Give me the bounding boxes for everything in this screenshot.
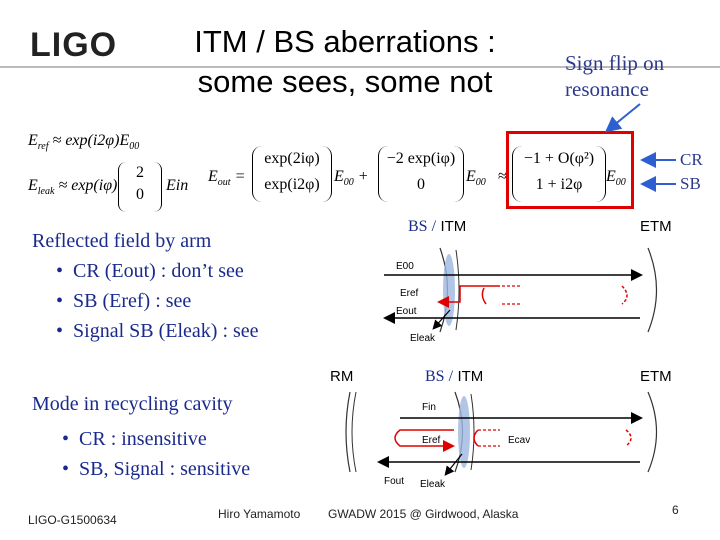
eref-sub: ref (37, 141, 49, 153)
diagram1-eout-label: Eout (396, 306, 417, 317)
diagram1-etm-label: ETM (640, 218, 672, 235)
e00-c: E00 (606, 168, 626, 188)
diagram2-fin-label: Fin (422, 402, 436, 413)
header-rule (0, 66, 720, 68)
diagram2-rm-edge (351, 391, 357, 473)
vector-c-bot: 0 (417, 176, 425, 193)
vector-a: 2 0 (118, 162, 162, 212)
eout-symbol: E (208, 168, 218, 185)
sign-flip-pointer (604, 103, 641, 133)
vector-d-top: −1 + O(φ²) (523, 150, 595, 167)
vector-d: −1 + O(φ²) 1 + i2φ (512, 146, 606, 202)
diagram2-eleak-arrow (444, 453, 463, 476)
eleak-equation: Eleak ≈ exp(iφ) (28, 177, 117, 197)
annotation-line-2: resonance (565, 77, 649, 101)
eref-equation: Eref ≈ exp(i2φ)E00 (28, 132, 139, 152)
diagram1-itm-label: ITM (440, 218, 467, 235)
diagram1-bs-itm-label: BS / ITM (408, 218, 466, 236)
eref-rhs: ≈ exp(i2φ)E (52, 132, 130, 149)
sign-flip-annotation: Sign flip on resonance (565, 50, 715, 102)
diagram2-itm-edge (470, 393, 475, 471)
diagram2-ecav-label: Ecav (508, 435, 531, 446)
e00-a-sub: 00 (343, 177, 354, 189)
vector-a-top: 2 (136, 164, 144, 181)
diagram2-ecav-curl (473, 429, 479, 447)
approx-sign: ≈ (498, 168, 507, 185)
sb-label: SB (680, 174, 701, 193)
ligo-logo: LIGO (30, 26, 118, 64)
footer-event: GWADW 2015 @ Girdwood, Alaska (328, 507, 519, 521)
bullet-signal-eleak: • Signal SB (Eleak) : see (56, 320, 259, 342)
diagram2-etm-label: ETM (640, 368, 672, 385)
vector-c: −2 exp(iφ) 0 (378, 146, 464, 202)
diagram1-etm-curl (621, 285, 628, 305)
bullet-cr-eout: • CR (Eout) : don’t see (56, 260, 244, 282)
e00-b-sub: 00 (475, 177, 486, 189)
sign-flip-box (506, 131, 634, 209)
eout-equals: = (234, 168, 246, 185)
cr-label: CR (680, 150, 703, 169)
ein-symbol: Ein (166, 177, 189, 194)
diagram2-itm-lens (458, 396, 470, 468)
title-line-2: some sees, some not (197, 64, 493, 99)
footer-author: Hiro Yamamoto (218, 507, 301, 521)
diagram1-etm-mirror (647, 247, 658, 333)
vector-a-bot: 0 (136, 186, 144, 203)
bullet-cr-insensitive: • CR : insensitive (62, 428, 207, 450)
diagram2-itm-label: ITM (457, 368, 484, 385)
vector-b-top: exp(2iφ) (264, 150, 320, 167)
section-reflected-heading: Reflected field by arm (32, 230, 212, 252)
vector-b: exp(2iφ) exp(i2φ) (252, 146, 332, 202)
diagram2-etm-mirror (647, 391, 658, 473)
diagram1-eref-label: Eref (400, 288, 419, 299)
eref-symbol: E (28, 132, 38, 149)
plus-sign: + (357, 168, 369, 185)
footer-doc-id: LIGO-G1500634 (28, 513, 117, 527)
diagram1-eref-curl (481, 287, 487, 305)
vector-b-bot: exp(i2φ) (264, 176, 320, 193)
diagram1-bs-prefix: BS / (408, 218, 437, 235)
diagram2-bs-itm-label: BS / ITM (425, 368, 483, 386)
diagram2-eref-loop (394, 429, 455, 452)
eleak-sub: leak (37, 186, 55, 198)
diagram1-eleak-arrow (432, 309, 451, 330)
bullet-sb-eref: • SB (Eref) : see (56, 290, 192, 312)
eleak-rhs: ≈ exp(iφ) (58, 177, 118, 194)
slide-title: ITM / BS aberrations : some sees, some n… (145, 22, 545, 102)
eref-rhs-sub: 00 (129, 141, 140, 153)
vector-d-bot: 1 + i2φ (535, 176, 583, 193)
diagram1-e00-label: E00 (396, 261, 414, 272)
diagram1-itm-lens (443, 254, 455, 326)
diagram2-fout-label: Fout (384, 476, 405, 487)
vector-c-top: −2 exp(iφ) (386, 150, 456, 167)
diagram2-bs-prefix: BS / (425, 368, 454, 385)
e00-a-symbol: E (334, 168, 344, 185)
footer-page-number: 6 (672, 503, 679, 517)
title-line-1: ITM / BS aberrations : (194, 24, 496, 59)
diagram1-eleak-label: Eleak (410, 333, 436, 344)
section-recycling-heading: Mode in recycling cavity (32, 393, 233, 415)
diagram1-itm-edge (455, 249, 460, 331)
diagram2-rm-label: RM (330, 368, 354, 385)
e00-a: E00 + (334, 168, 369, 188)
e00-b-symbol: E (466, 168, 476, 185)
bullet-sb-signal-sensitive: • SB, Signal : sensitive (62, 458, 251, 480)
diagram2-rm-mirror (345, 391, 351, 473)
annotation-line-1: Sign flip on (565, 51, 665, 75)
diagram2-etm-curl (625, 429, 632, 447)
diagram2-eleak-label: Eleak (420, 479, 446, 490)
e00-c-symbol: E (606, 168, 616, 185)
diagram1-eref-arrow (437, 285, 500, 308)
e00-b: E00 (466, 168, 486, 188)
eout-sub: out (217, 177, 231, 189)
eleak-symbol: E (28, 177, 38, 194)
diagram2-eref-label: Eref (422, 435, 441, 446)
e00-c-sub: 00 (615, 177, 626, 189)
eout-equation: Eout = (208, 168, 245, 188)
